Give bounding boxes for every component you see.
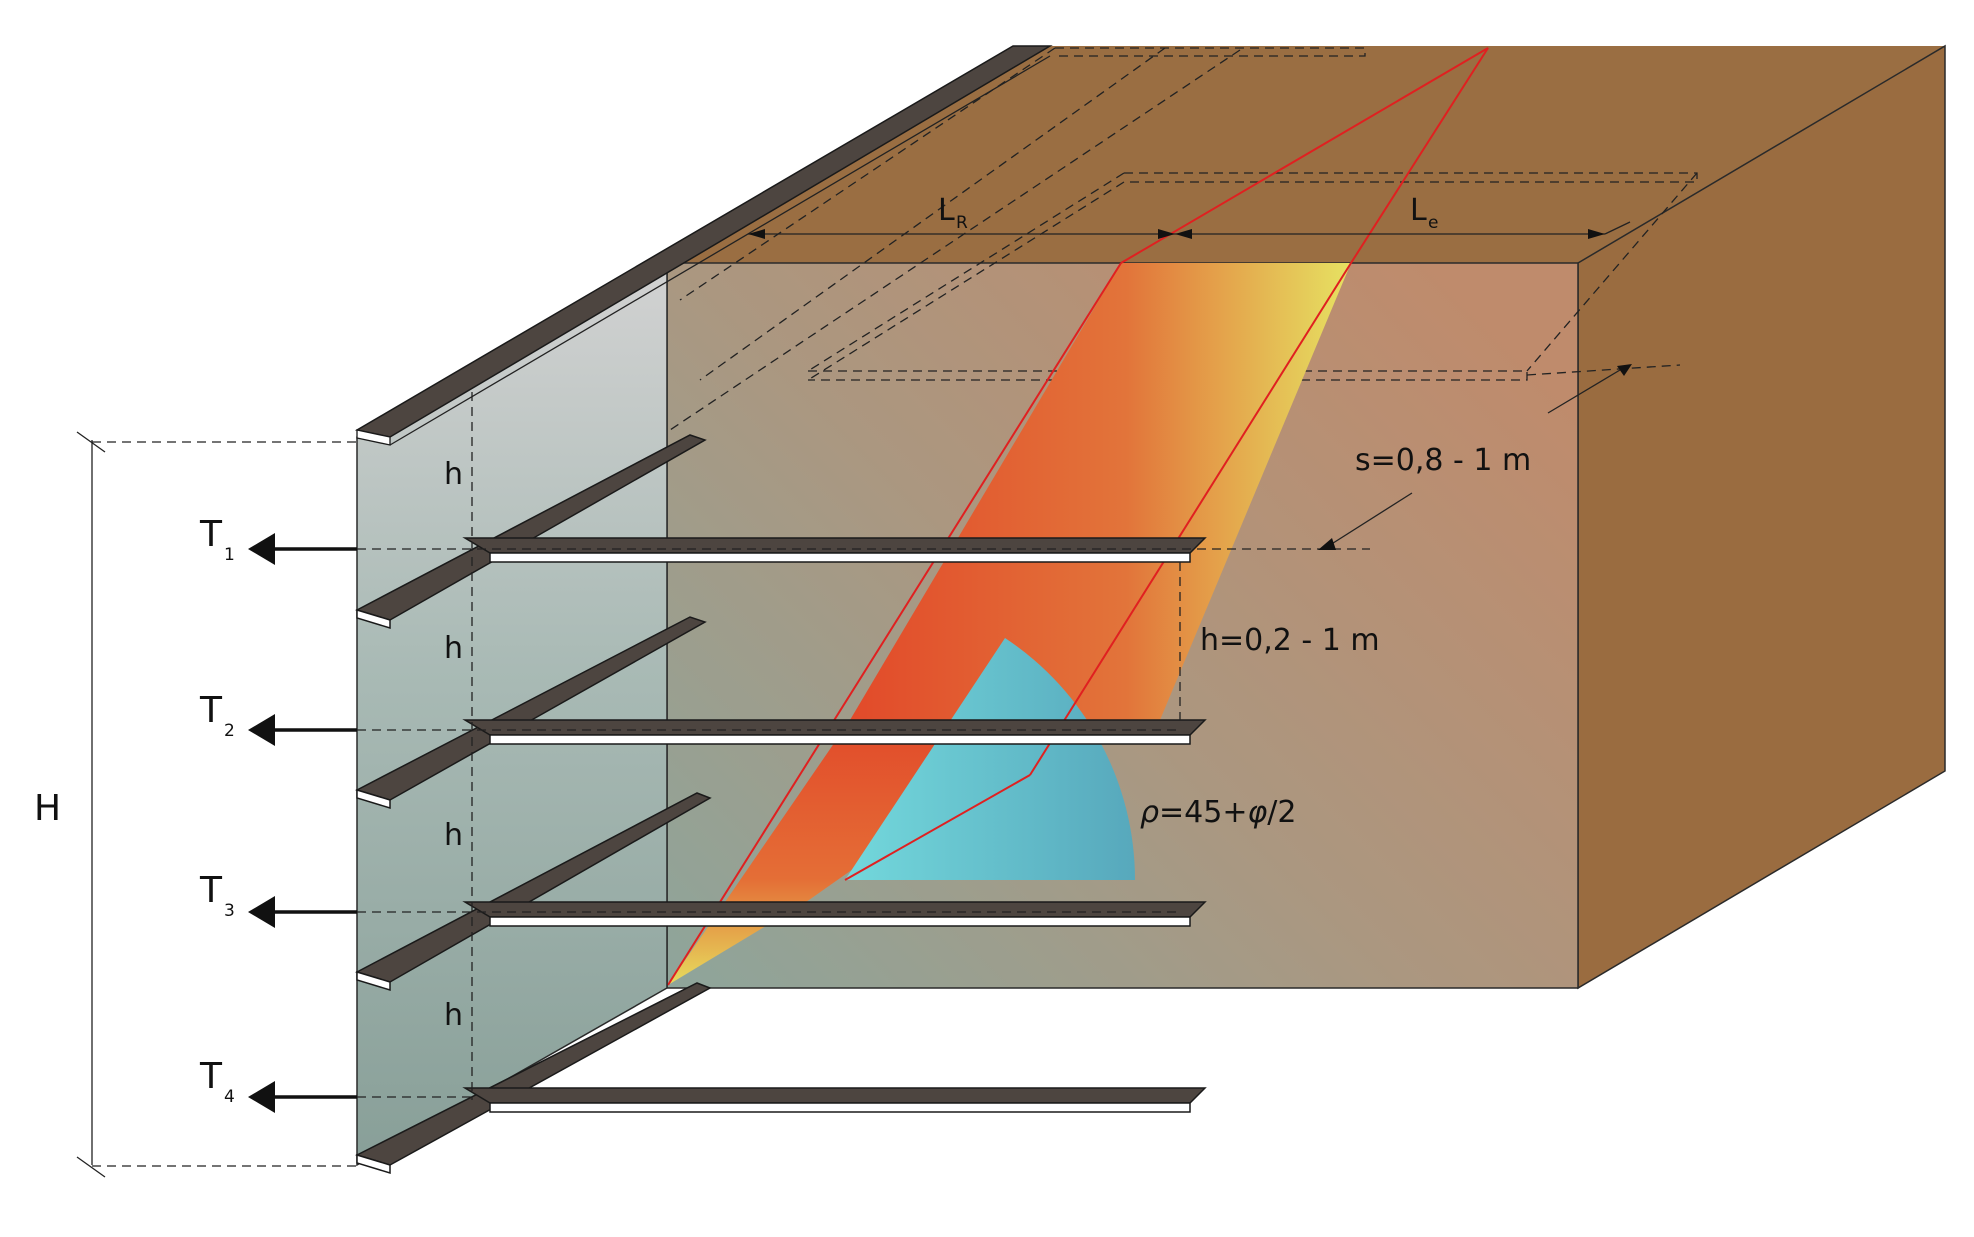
failure-outline <box>667 47 1489 986</box>
label-T4: T 4 <box>199 1056 235 1107</box>
svg-text:4: 4 <box>224 1087 235 1107</box>
label-Le: L e <box>1410 193 1438 233</box>
soil-top-face <box>680 46 1945 263</box>
spacing-leaders <box>1318 364 1632 550</box>
label-T1: T 1 <box>199 514 235 565</box>
label-h-2: h <box>444 631 463 666</box>
label-h-3: h <box>444 818 463 853</box>
svg-text:3: 3 <box>224 901 235 921</box>
svg-text:T: T <box>199 514 223 555</box>
svg-text:2: 2 <box>224 721 235 741</box>
length-dimension <box>748 221 1631 239</box>
reinforcement-strip-3 <box>355 792 1207 992</box>
svg-text:T: T <box>199 690 223 731</box>
svg-text:e: e <box>1428 213 1438 233</box>
tension-arrow-1 <box>248 533 1370 565</box>
tension-arrow-4 <box>248 1081 472 1113</box>
label-h-4: h <box>444 998 463 1033</box>
label-h-1: h <box>444 457 463 492</box>
svg-text:L: L <box>938 193 955 228</box>
svg-text:1: 1 <box>224 545 235 565</box>
label-spacing: s=0,8 - 1 m <box>1355 443 1531 478</box>
tension-arrow-2 <box>248 714 1180 746</box>
label-T2: T 2 <box>199 690 235 741</box>
height-dimension <box>76 431 357 1178</box>
reinforcement-strip-2 <box>355 616 1207 810</box>
label-angle: ρ=45+φ/2 <box>1140 795 1297 830</box>
label-T3: T 3 <box>199 870 235 921</box>
tension-arrow-3 <box>248 896 1180 928</box>
reinforcement-strip-4 <box>354 982 1207 1175</box>
svg-text:T: T <box>199 870 223 911</box>
tension-arrows <box>248 533 1370 1113</box>
failure-plane-upper <box>850 263 1351 720</box>
svg-text:R: R <box>956 213 968 233</box>
label-LR: L R <box>938 193 968 233</box>
svg-text:T: T <box>199 1056 223 1097</box>
label-height-range: h=0,2 - 1 m <box>1200 623 1380 658</box>
svg-text:L: L <box>1410 193 1427 228</box>
label-H: H <box>34 788 61 829</box>
hidden-strips <box>669 47 1698 431</box>
angle-wedge <box>845 638 1135 880</box>
